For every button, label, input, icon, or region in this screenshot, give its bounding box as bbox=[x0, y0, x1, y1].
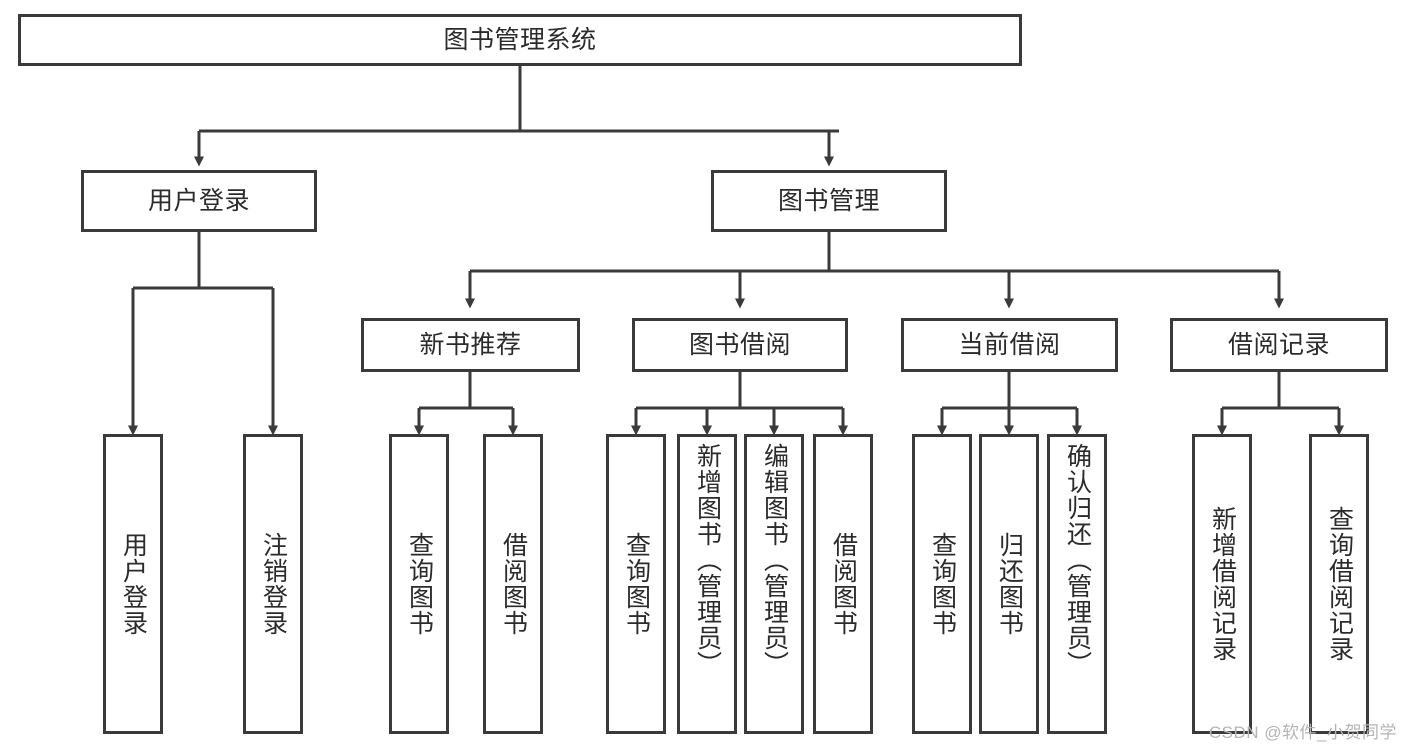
node-leaf-add-record-label: 新增借阅记录 bbox=[1208, 506, 1237, 662]
node-leaf-user-login[interactable]: 用户登录 bbox=[103, 434, 163, 734]
node-leaf-return-book-label: 归还图书 bbox=[995, 532, 1024, 636]
node-leaf-query-book-3[interactable]: 查询图书 bbox=[912, 434, 972, 734]
node-root-label: 图书管理系统 bbox=[443, 25, 597, 54]
node-leaf-add-book-label: 新增图书（管理员） bbox=[693, 443, 722, 677]
node-borrow-record-label: 借阅记录 bbox=[1227, 330, 1330, 359]
watermark: CSDN @软件_小贺同学 bbox=[1208, 723, 1397, 742]
node-leaf-add-record[interactable]: 新增借阅记录 bbox=[1192, 434, 1252, 734]
node-leaf-query-book-1-label: 查询图书 bbox=[405, 532, 434, 636]
node-leaf-edit-book-label: 编辑图书（管理员） bbox=[760, 443, 789, 677]
node-leaf-query-book-2-label: 查询图书 bbox=[622, 532, 651, 636]
node-leaf-borrow-book-1[interactable]: 借阅图书 bbox=[483, 434, 543, 734]
node-book-borrow-label: 图书借阅 bbox=[688, 330, 791, 359]
node-leaf-query-book-1[interactable]: 查询图书 bbox=[389, 434, 449, 734]
node-leaf-user-login-label: 用户登录 bbox=[119, 532, 148, 636]
node-new-book-recommend[interactable]: 新书推荐 bbox=[361, 318, 580, 372]
node-leaf-add-book[interactable]: 新增图书（管理员） bbox=[677, 434, 737, 734]
node-leaf-edit-book[interactable]: 编辑图书（管理员） bbox=[744, 434, 804, 734]
node-leaf-borrow-book-2-label: 借阅图书 bbox=[829, 532, 858, 636]
node-leaf-query-book-2[interactable]: 查询图书 bbox=[606, 434, 666, 734]
node-book-management[interactable]: 图书管理 bbox=[711, 170, 947, 232]
node-leaf-borrow-book-2[interactable]: 借阅图书 bbox=[813, 434, 873, 734]
node-user-login-label: 用户登录 bbox=[147, 186, 250, 215]
node-leaf-user-logout-label: 注销登录 bbox=[259, 532, 288, 636]
node-leaf-user-logout[interactable]: 注销登录 bbox=[243, 434, 303, 734]
node-book-management-label: 图书管理 bbox=[777, 186, 880, 215]
node-leaf-return-book[interactable]: 归还图书 bbox=[979, 434, 1039, 734]
node-leaf-borrow-book-1-label: 借阅图书 bbox=[499, 532, 528, 636]
node-borrow-record[interactable]: 借阅记录 bbox=[1170, 318, 1388, 372]
node-leaf-query-record[interactable]: 查询借阅记录 bbox=[1309, 434, 1369, 734]
node-root[interactable]: 图书管理系统 bbox=[18, 14, 1022, 66]
node-new-book-recommend-label: 新书推荐 bbox=[419, 330, 522, 359]
node-user-login[interactable]: 用户登录 bbox=[81, 170, 317, 232]
node-leaf-query-record-label: 查询借阅记录 bbox=[1325, 506, 1354, 662]
node-leaf-confirm-return[interactable]: 确认归还（管理员） bbox=[1047, 434, 1107, 734]
node-leaf-query-book-3-label: 查询图书 bbox=[928, 532, 957, 636]
node-current-borrow-label: 当前借阅 bbox=[958, 330, 1061, 359]
node-current-borrow[interactable]: 当前借阅 bbox=[901, 318, 1118, 372]
node-book-borrow[interactable]: 图书借阅 bbox=[632, 318, 848, 372]
node-leaf-confirm-return-label: 确认归还（管理员） bbox=[1063, 443, 1092, 677]
